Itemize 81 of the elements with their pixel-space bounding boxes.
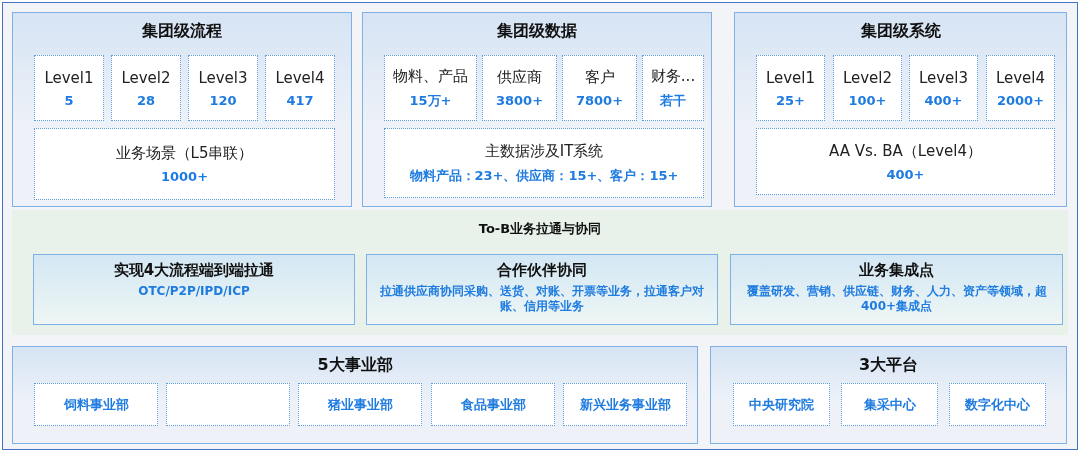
metric-card [562,55,637,121]
unit-label: 集采中心 [863,395,916,414]
feature-card [33,254,355,325]
unit-card [431,383,555,426]
unit-card [34,383,158,426]
section-panel [734,12,1067,207]
card-description: 拉通供应商协同采购、送货、对账、开票等业务，拉通客户对账、信用等业务 [379,284,705,314]
card-label: 供应商 [497,68,542,87]
unit-label: 新兴业务事业部 [579,395,671,414]
card-value: 400+ [886,166,925,182]
card-value: 物料产品：23+、供应商：15+、客户：15+ [409,166,679,185]
card-description: OTC/P2P/IPD/ICP [137,284,251,299]
card-label: Level4 [275,68,325,87]
metric-card [756,55,825,121]
unit-card [298,383,422,426]
card-label: Level2 [842,68,893,87]
card-title: 合作伙伴协同 [497,261,587,280]
card-label: AA Vs. BA（Level4） [829,141,982,161]
metric-card [34,55,104,121]
unit-card [563,383,687,426]
card-value: 100+ [848,92,887,108]
card-value: 25+ [776,92,805,108]
panel-title: 3大平台 [858,355,919,376]
card-value: 28 [136,92,156,108]
card-description: 覆盖研发、营销、供应链、财务、人力、资产等领域，超400+集成点 [745,284,1048,314]
unit-label: 食品事业部 [460,395,526,414]
card-value: 15万+ [409,91,452,110]
card-value: 5 [64,92,74,108]
metric-card [111,55,181,121]
metric-card [384,55,477,121]
section-panel [362,12,712,207]
feature-card [730,254,1063,325]
metric-card [986,55,1055,121]
metric-card [909,55,978,121]
card-label: 客户 [584,68,615,87]
unit-card [949,383,1046,426]
section-panel [710,346,1067,444]
card-value: 3800+ [495,93,544,108]
band-title: To-B业务拉通与协同 [478,220,602,238]
card-value: 若干 [660,91,686,110]
card-label: Level1 [765,68,816,87]
section-panel [12,346,698,444]
metric-card [482,55,557,121]
panel-title: 集团级系统 [860,21,941,42]
section-panel [12,12,352,207]
card-label: 主数据涉及IT系统 [484,141,604,161]
card-value: 417 [286,92,314,108]
card-label: Level4 [995,68,1046,87]
unit-label: 中央研究院 [749,395,814,414]
metric-card [384,128,704,198]
unit-card [166,383,290,426]
metric-card [265,55,335,121]
card-value: 400+ [924,92,963,108]
metric-card [188,55,258,121]
card-label: 财务... [650,66,696,86]
card-label: Level2 [121,68,171,87]
section-band [12,210,1068,335]
card-value: 7800+ [575,93,624,108]
metric-card [833,55,902,121]
panel-title: 集团级流程 [142,21,222,42]
card-title: 业务集成点 [859,261,934,280]
card-value: 1000+ [160,169,209,184]
card-value: 120 [209,92,237,108]
feature-card [366,254,718,325]
card-label: 业务场景（L5串联） [115,144,254,163]
unit-label: 猪业事业部 [327,395,393,414]
unit-label: 饲料事业部 [63,395,129,414]
unit-label: 数字化中心 [965,395,1030,414]
unit-card [733,383,830,426]
card-label: 物料、产品 [393,66,468,86]
card-label: Level3 [918,68,969,87]
metric-card [34,128,335,200]
card-title: 实现4大流程端到端拉通 [113,261,275,280]
unit-card [841,383,938,426]
panel-title: 5大事业部 [317,355,393,376]
panel-title: 集团级数据 [497,21,577,42]
metric-card [642,55,704,121]
card-label: Level1 [44,68,94,87]
metric-card [756,128,1055,195]
card-label: Level3 [198,68,248,87]
card-value: 2000+ [996,92,1045,108]
